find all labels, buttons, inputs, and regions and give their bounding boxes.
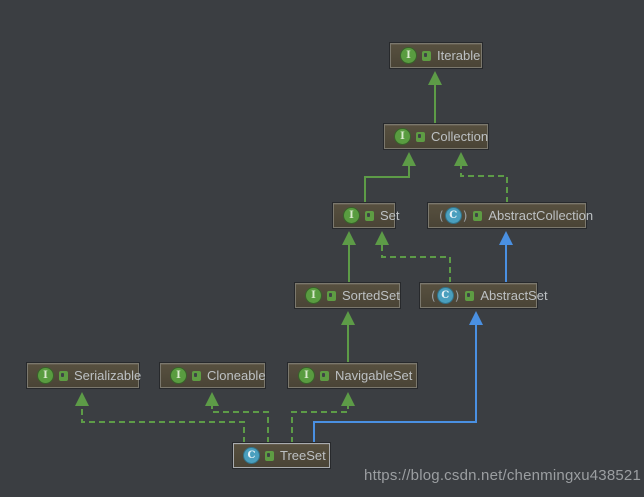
edge-treeset-implements-navigableset [291, 392, 355, 443]
interface-icon: I [305, 287, 322, 304]
edge-treeset-implements-cloneable [205, 392, 269, 443]
edge-collection-extends-iterable [428, 71, 442, 124]
interface-icon: I [394, 128, 411, 145]
node-iterable[interactable]: I Iterable [390, 43, 482, 68]
node-collection[interactable]: I Collection [384, 124, 488, 149]
key-icon [465, 290, 475, 301]
watermark-url: https://blog.csdn.net/chenmingxu438521 [364, 467, 641, 484]
key-icon [416, 131, 425, 142]
node-label: Serializable [74, 368, 142, 383]
node-tree-set[interactable]: C TreeSet [233, 443, 330, 468]
edge-abstractset-implements-set [375, 231, 451, 283]
node-label: Iterable [437, 48, 481, 63]
key-icon [473, 210, 483, 221]
edge-treeset-implements-serializable [75, 392, 245, 443]
key-icon [422, 50, 431, 61]
node-label: TreeSet [280, 448, 326, 463]
node-serializable[interactable]: I Serializable [27, 363, 142, 388]
node-label: NavigableSet [335, 368, 413, 383]
edge-abstractset-extends-abstractcollection [499, 231, 513, 283]
node-label: Set [380, 208, 400, 223]
edge-sortedset-extends-set [342, 231, 356, 283]
interface-icon: I [400, 47, 417, 64]
interface-icon: I [37, 367, 54, 384]
node-abstract-collection[interactable]: ( C ) AbstractCollection [428, 203, 593, 228]
edge-set-extends-collection [364, 152, 416, 203]
node-label: Collection [431, 129, 489, 144]
node-label: SortedSet [342, 288, 400, 303]
key-icon [192, 370, 201, 381]
node-sorted-set[interactable]: I SortedSet [295, 283, 400, 308]
interface-icon: I [170, 367, 187, 384]
node-abstract-set[interactable]: ( C ) AbstractSet [420, 283, 548, 308]
edge-abstractcollection-implements-collection [454, 152, 508, 203]
key-icon [59, 370, 68, 381]
key-icon [320, 370, 329, 381]
node-label: AbstractCollection [488, 208, 594, 223]
abstract-class-icon: ( C ) [431, 287, 460, 304]
node-label: AbstractSet [480, 288, 548, 303]
key-icon [327, 290, 336, 301]
node-navigable-set[interactable]: I NavigableSet [288, 363, 417, 388]
interface-icon: I [298, 367, 315, 384]
node-cloneable[interactable]: I Cloneable [160, 363, 266, 388]
key-icon [365, 210, 374, 221]
node-label: Cloneable [207, 368, 266, 383]
interface-icon: I [343, 207, 360, 224]
class-icon: C [243, 447, 260, 464]
edge-navigableset-extends-sortedset [341, 311, 355, 363]
key-icon [265, 450, 274, 461]
node-set[interactable]: I Set [333, 203, 400, 228]
abstract-class-icon: ( C ) [439, 207, 468, 224]
